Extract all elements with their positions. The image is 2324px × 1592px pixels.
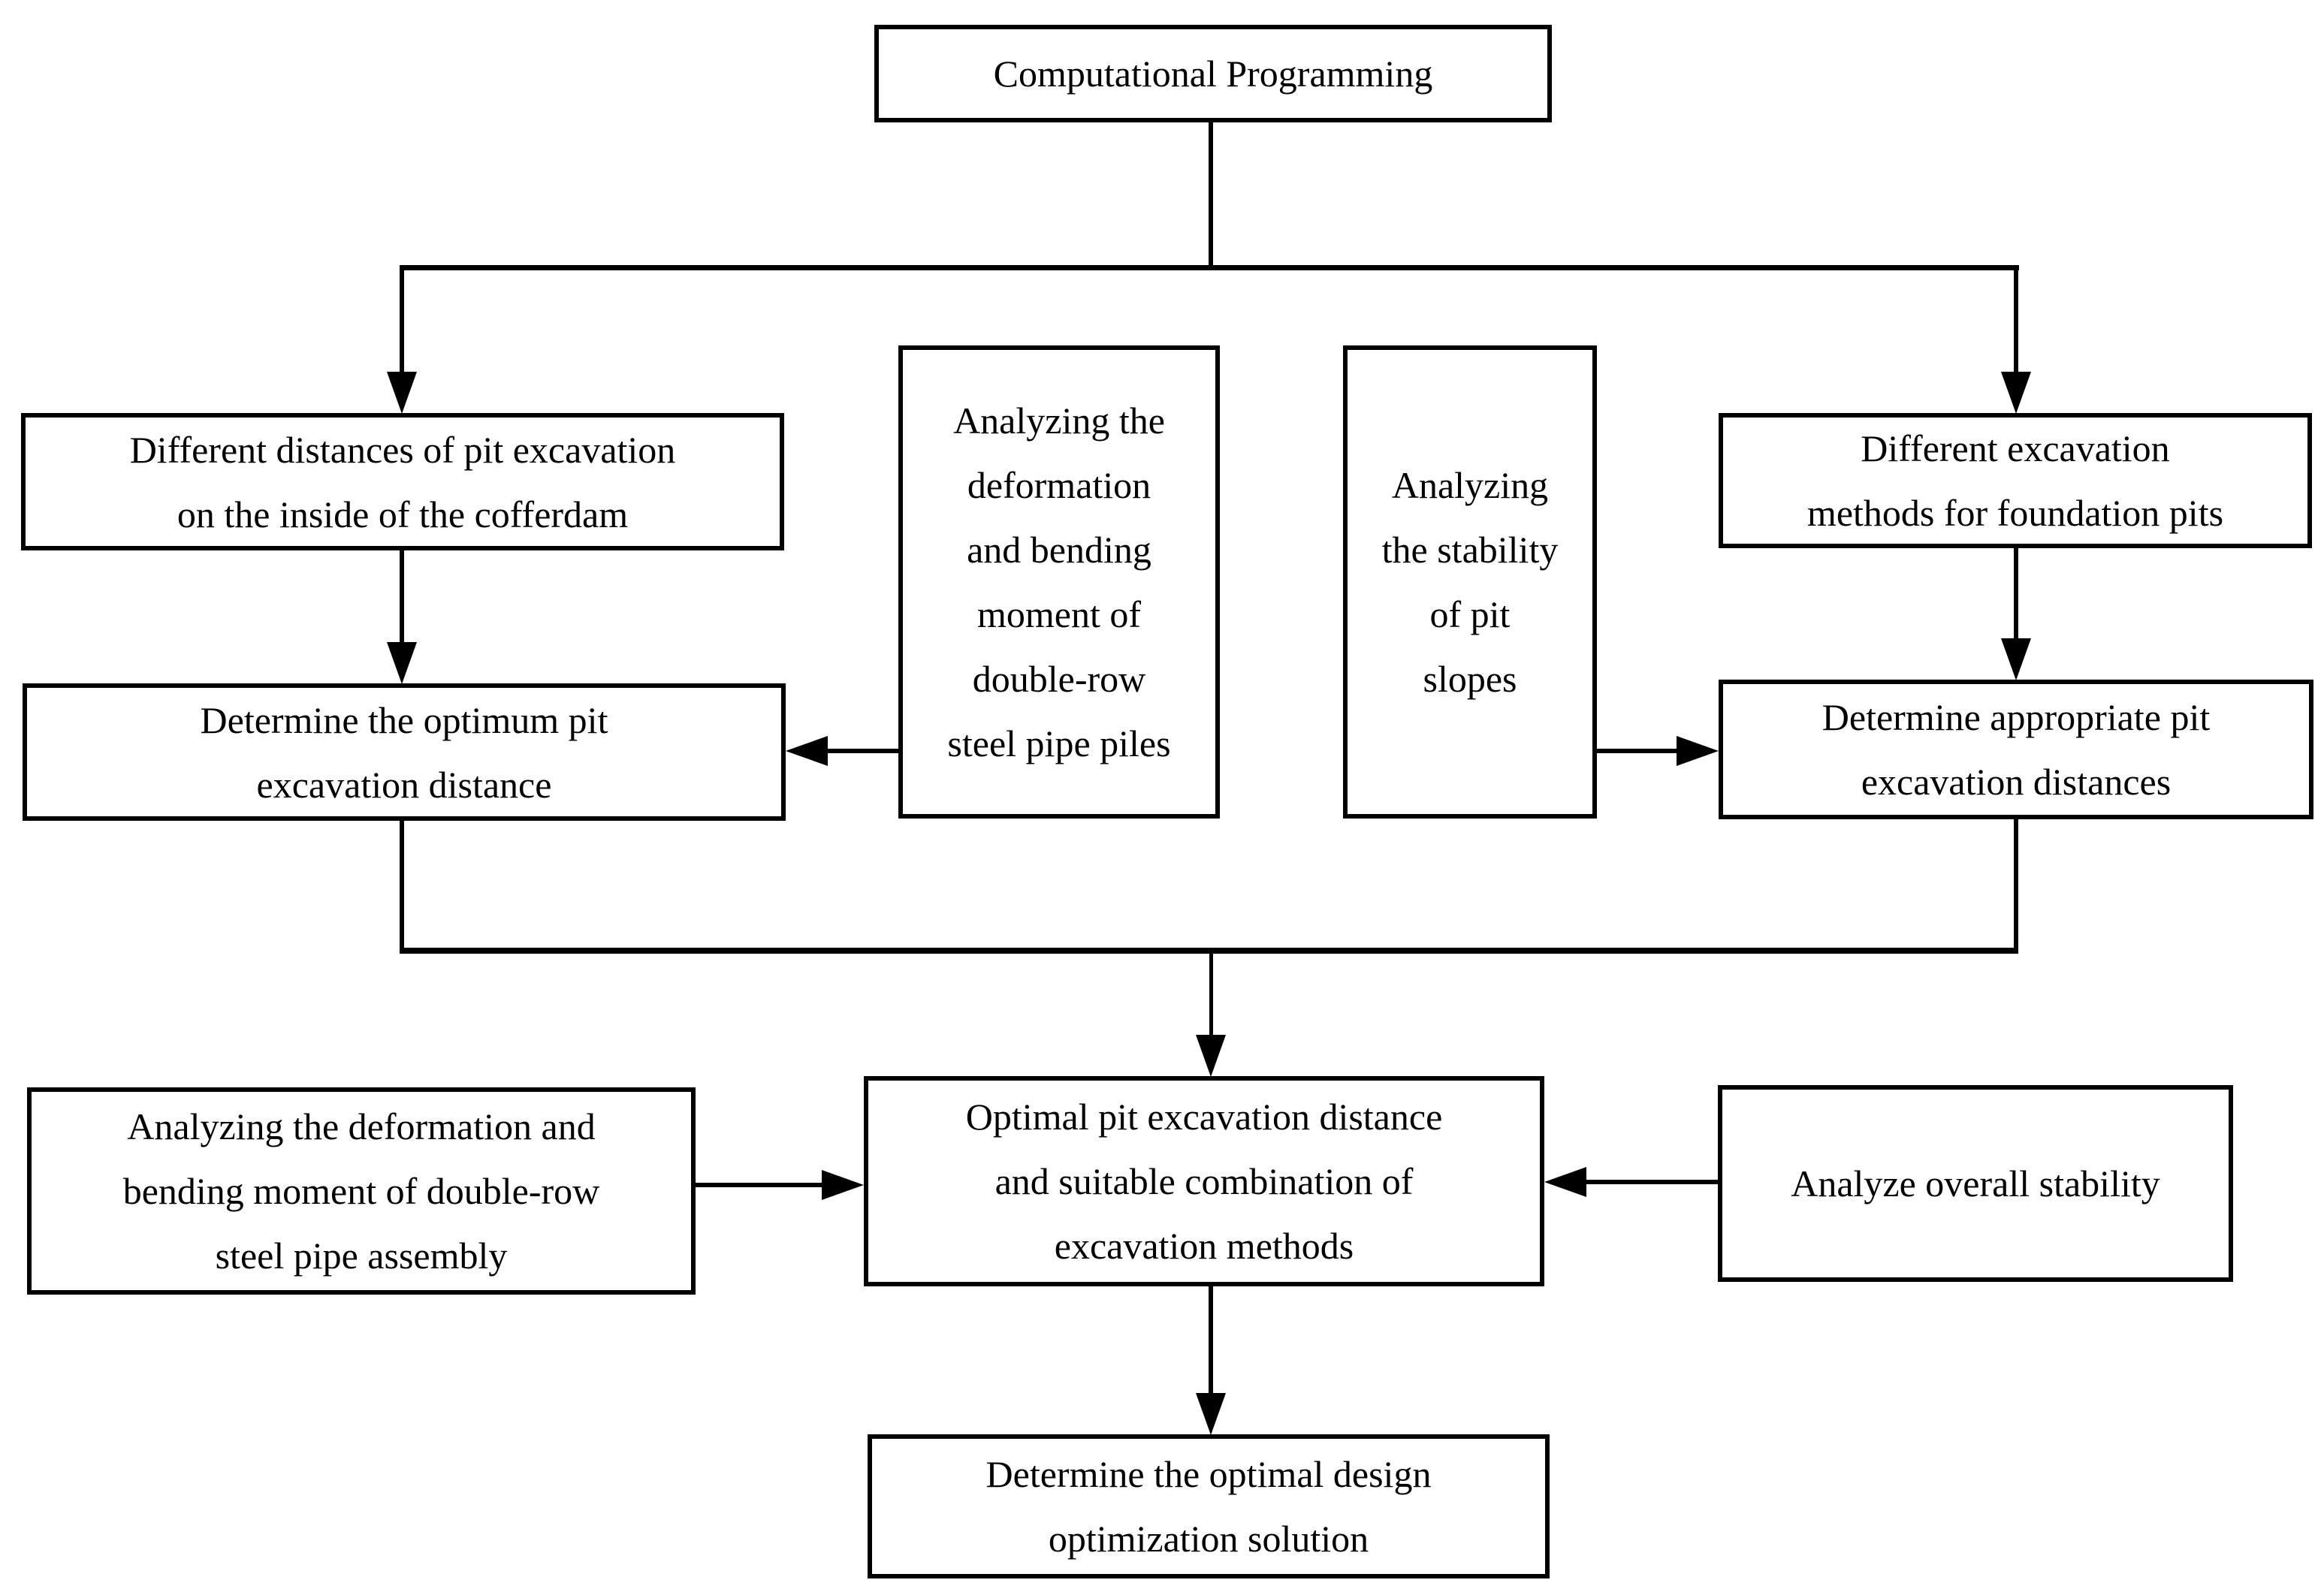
node-different-methods: Different excavation methods for foundat… <box>1719 413 2312 548</box>
arrowhead-into-determine-solution <box>1196 1393 1226 1435</box>
connector-branch-horizontal <box>400 265 2019 270</box>
node-determine-optimum: Determine the optimum pit excavation dis… <box>23 683 786 821</box>
node-analyzing-piles: Analyzing the deformation and bending mo… <box>898 345 1220 819</box>
connector-piles-to-optimum <box>827 749 898 753</box>
arrowhead-assembly-into-optimal <box>822 1170 864 1200</box>
arrowhead-into-determine-appropriate <box>2001 638 2031 680</box>
arrowhead-into-different-distances <box>387 372 417 414</box>
connector-computational-to-branch <box>1209 122 1213 266</box>
arrowhead-into-optimal-combination <box>1196 1035 1226 1077</box>
connector-merge-horizontal <box>400 948 2018 954</box>
connector-stability-to-optimal <box>1586 1180 1718 1184</box>
connector-appropriate-to-merge <box>2014 817 2018 951</box>
arrowhead-into-different-methods <box>2001 372 2031 414</box>
arrowhead-slopes-into-appropriate <box>1677 736 1719 766</box>
arrowhead-stability-into-optimal <box>1544 1167 1586 1197</box>
node-determine-solution: Determine the optimal design optimizatio… <box>868 1434 1550 1578</box>
connector-merge-to-optimal <box>1209 954 1213 1036</box>
connector-optimum-to-merge <box>400 819 404 951</box>
node-optimal-combination: Optimal pit excavation distance and suit… <box>864 1076 1544 1286</box>
arrowhead-into-determine-optimum <box>387 642 417 684</box>
node-determine-appropriate: Determine appropriate pit excavation dis… <box>1719 680 2313 819</box>
node-computational-programming: Computational Programming <box>874 25 1552 122</box>
arrowhead-piles-into-optimum <box>786 736 828 766</box>
connector-branch-to-different-methods <box>2014 270 2018 372</box>
node-analyzing-slopes: Analyzing the stability of pit slopes <box>1343 345 1597 819</box>
connector-slopes-to-appropriate <box>1597 749 1677 753</box>
connector-branch-to-different-distances <box>400 270 404 372</box>
connector-assembly-to-optimal <box>696 1183 822 1187</box>
connector-distances-to-optimum <box>400 549 404 643</box>
connector-methods-to-appropriate <box>2014 547 2018 639</box>
node-different-distances: Different distances of pit excavation on… <box>21 413 784 550</box>
node-analyze-stability: Analyze overall stability <box>1718 1085 2233 1282</box>
node-analyzing-assembly: Analyzing the deformation and bending mo… <box>27 1087 696 1295</box>
connector-optimal-to-solution <box>1209 1286 1213 1394</box>
